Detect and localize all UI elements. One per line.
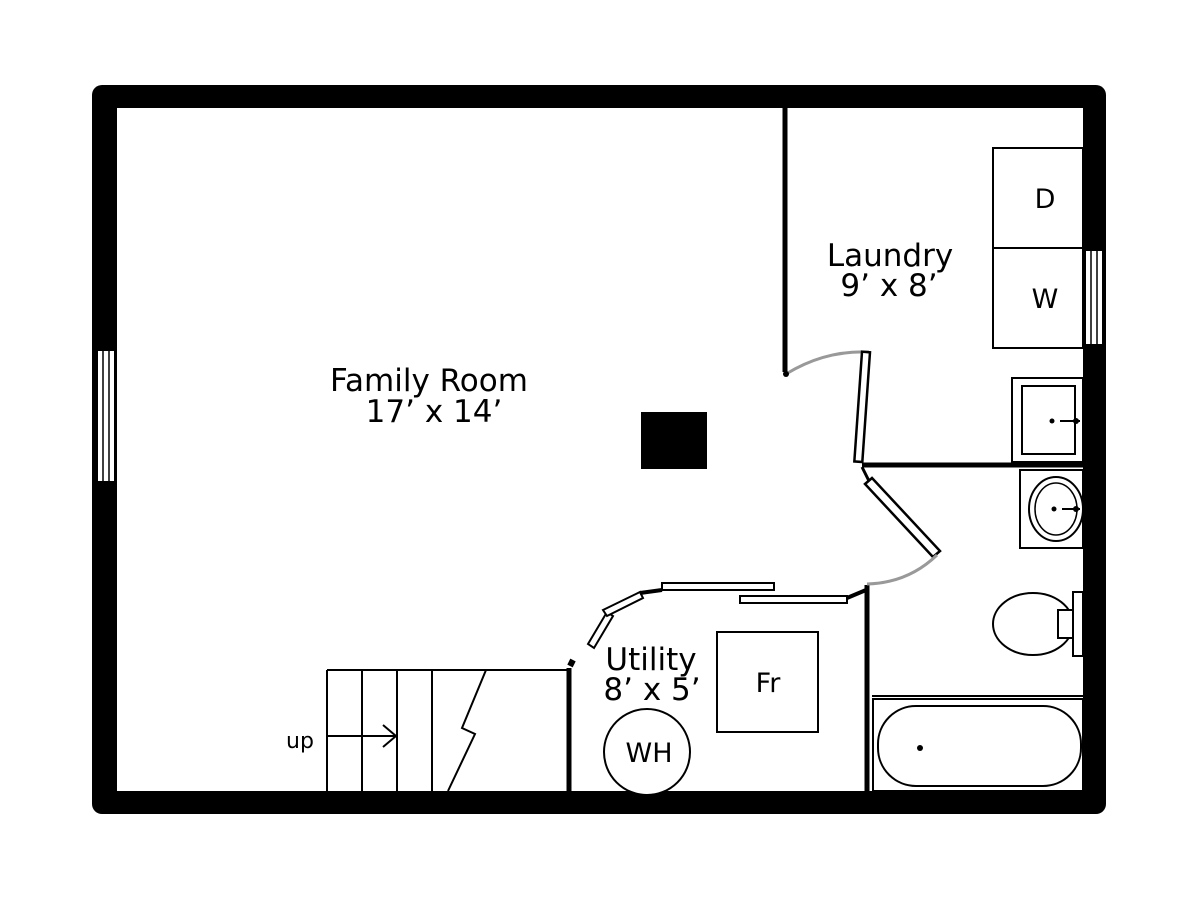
- support-post: [641, 412, 707, 469]
- freezer-label: Fr: [756, 668, 782, 699]
- dryer: D: [992, 147, 1084, 249]
- dryer-label: D: [1035, 184, 1056, 215]
- exterior-walls: [92, 85, 1106, 814]
- utility-label: Utility 8’ x 5’: [603, 642, 700, 708]
- staircase: [326, 669, 569, 792]
- family-room-label: Family Room 17’ x 14’: [330, 363, 528, 430]
- bathroom-sink: [1019, 469, 1084, 549]
- utility-name: Utility: [605, 642, 696, 678]
- interior-walls: [566, 108, 1083, 791]
- freezer: Fr: [716, 631, 819, 733]
- laundry-label: Laundry 9’ x 8’: [827, 238, 953, 304]
- water-heater-label: WH: [626, 738, 673, 769]
- utility-size: 8’ x 5’: [603, 672, 700, 708]
- utility-sliding-door[interactable]: [639, 582, 867, 604]
- window-left: [96, 349, 116, 483]
- bathroom-door[interactable]: [860, 466, 942, 586]
- stairs-up-label: up: [286, 729, 314, 754]
- washer: W: [992, 247, 1084, 349]
- family-room-name: Family Room: [330, 363, 528, 399]
- washer-label: W: [1032, 284, 1059, 315]
- family-room-size: 17’ x 14’: [366, 394, 503, 430]
- laundry-sink: [1011, 377, 1084, 463]
- toilet: [992, 591, 1084, 657]
- utility-bifold-door[interactable]: [567, 590, 645, 668]
- bathtub: [872, 698, 1084, 792]
- laundry-door[interactable]: [783, 350, 872, 464]
- laundry-size: 9’ x 8’: [840, 268, 937, 304]
- water-heater: WH: [603, 708, 691, 796]
- laundry-name: Laundry: [827, 238, 953, 274]
- window-right: [1084, 249, 1104, 346]
